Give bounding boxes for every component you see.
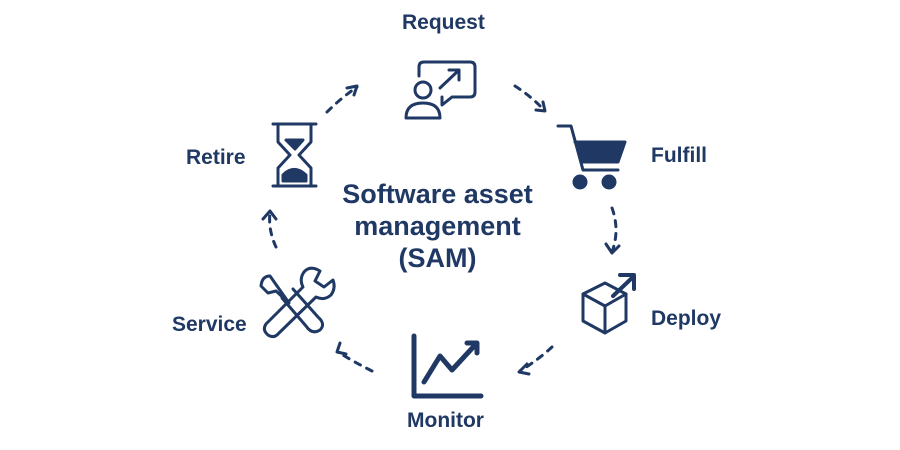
stage-label-service: Service [172, 313, 247, 336]
arrowhead-monitor [517, 362, 531, 376]
arrowhead-service [335, 341, 348, 356]
stage-label-fulfill: Fulfill [651, 144, 707, 167]
center-title-line-2: management [354, 211, 521, 241]
deploy-box-icon [581, 273, 636, 335]
arrow-fulfill-to-deploy [610, 206, 618, 254]
stage-label-retire: Retire [186, 146, 246, 169]
arrow-service-to-retire [268, 210, 278, 249]
arrowhead-retire [261, 209, 278, 221]
arrow-deploy-to-monitor [518, 345, 554, 373]
arrowhead-fulfill [534, 100, 547, 113]
center-title: Software asset management (SAM) [300, 178, 575, 274]
shopping-cart-icon [556, 124, 627, 190]
arrow-monitor-to-service [336, 350, 374, 373]
arrowhead-deploy [604, 242, 621, 255]
arrow-request-to-fulfill [513, 84, 546, 112]
arrowhead-request [345, 84, 359, 97]
arrowheads [261, 84, 621, 376]
wrench-screwdriver-icon [259, 266, 336, 339]
arrow-retire-to-request [325, 85, 359, 114]
center-title-line-1: Software asset [342, 179, 533, 209]
cycle-arrows [268, 84, 618, 373]
stage-label-request: Request [402, 11, 485, 34]
hourglass-icon [271, 122, 318, 188]
line-chart-icon [411, 333, 484, 399]
request-icon [404, 60, 477, 120]
stage-label-deploy: Deploy [651, 307, 722, 330]
center-title-line-3: (SAM) [398, 243, 477, 273]
stage-label-monitor: Monitor [407, 409, 484, 432]
